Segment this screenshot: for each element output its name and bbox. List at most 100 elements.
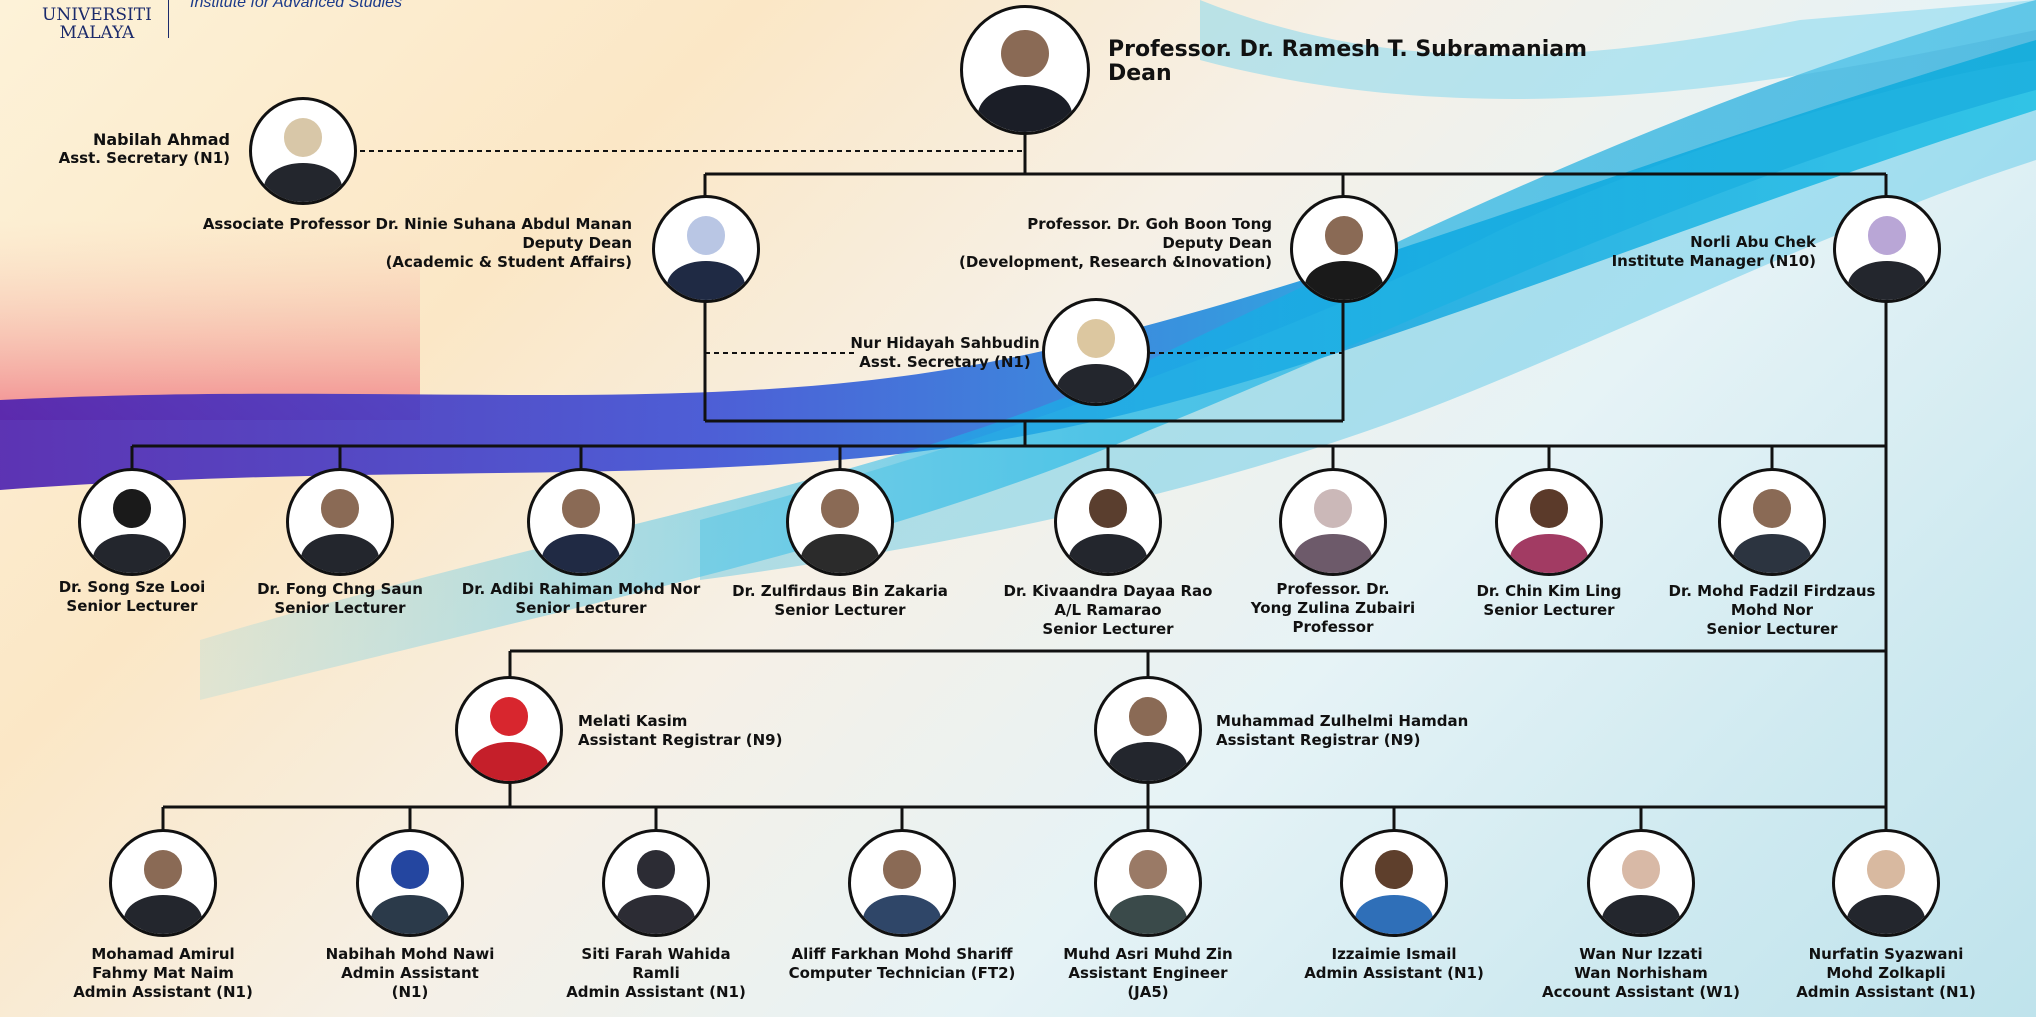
staff-5-line-3: (JA5) xyxy=(1127,983,1169,1001)
registrar-label-1: Melati Kasim Assistant Registrar (N9) xyxy=(578,712,782,750)
academic-photo-6 xyxy=(1279,468,1387,576)
staff-photo-8 xyxy=(1832,829,1940,937)
institute-manager-label: Norli Abu Chek Institute Manager (N10) xyxy=(1612,233,1816,271)
deputy-development-photo xyxy=(1290,195,1398,303)
academic-6-line-1: Professor. Dr. xyxy=(1276,580,1390,598)
institute-name: Institute for Advanced Studies xyxy=(190,0,402,11)
academic-5-line-1: Dr. Kivaandra Dayaa Rao xyxy=(1003,582,1213,600)
staff-1-line-1: Mohamad Amirul xyxy=(91,945,235,963)
staff-2-line-1: Nabihah Mohd Nawi xyxy=(325,945,495,963)
academic-label-4: Dr. Zulfirdaus Bin Zakaria Senior Lectur… xyxy=(732,582,948,620)
logo-line-2: MALAYA xyxy=(59,23,135,43)
staff-label-1: Mohamad Amirul Fahmy Mat Naim Admin Assi… xyxy=(73,945,253,1002)
academic-1-line-1: Dr. Song Sze Looi xyxy=(58,578,206,596)
academic-photo-5 xyxy=(1054,468,1162,576)
staff-photo-6 xyxy=(1340,829,1448,937)
academic-7-line-1: Dr. Chin Kim Ling xyxy=(1476,582,1622,600)
dean-photo xyxy=(960,5,1090,135)
staff-5-line-1: Muhd Asri Muhd Zin xyxy=(1063,945,1233,963)
staff-photo-3 xyxy=(602,829,710,937)
staff-label-7: Wan Nur Izzati Wan Norhisham Account Ass… xyxy=(1542,945,1740,1002)
academic-4-line-1: Dr. Zulfirdaus Bin Zakaria xyxy=(732,582,948,600)
academic-1-line-2: Senior Lecturer xyxy=(66,597,198,615)
asst-secretary-top-photo xyxy=(249,97,357,205)
academic-8-line-1: Dr. Mohd Fadzil Firdzaus xyxy=(1668,582,1876,600)
logo-divider xyxy=(168,0,169,38)
deputy-academic-title: Deputy Dean xyxy=(522,234,632,252)
academic-3-line-2: Senior Lecturer xyxy=(515,599,647,617)
deputy-academic-name: Associate Professor Dr. Ninie Suhana Abd… xyxy=(202,215,632,233)
staff-6-line-2: Admin Assistant (N1) xyxy=(1304,964,1484,982)
asst-secretary-mid-photo xyxy=(1042,298,1150,406)
staff-7-line-1: Wan Nur Izzati xyxy=(1579,945,1703,963)
staff-label-8: Nurfatin Syazwani Mohd Zolkapli Admin As… xyxy=(1796,945,1976,1002)
academic-8-line-2: Mohd Nor xyxy=(1730,601,1814,619)
asst-secretary-mid-label: Nur Hidayah Sahbudin Asst. Secretary (N1… xyxy=(850,334,1039,372)
deputy-development-name: Professor. Dr. Goh Boon Tong xyxy=(1027,215,1272,233)
staff-4-line-2: Computer Technician (FT2) xyxy=(788,964,1016,982)
asst-secretary-top-label: Nabilah Ahmad Asst. Secretary (N1) xyxy=(59,130,230,168)
staff-1-line-2: Fahmy Mat Naim xyxy=(92,964,234,982)
academic-label-8: Dr. Mohd Fadzil Firdzaus Mohd Nor Senior… xyxy=(1669,582,1876,639)
academic-label-1: Dr. Song Sze Looi Senior Lecturer xyxy=(59,578,206,616)
academic-8-line-3: Senior Lecturer xyxy=(1706,620,1838,638)
staff-label-5: Muhd Asri Muhd Zin Assistant Engineer (J… xyxy=(1063,945,1232,1002)
academic-7-line-2: Senior Lecturer xyxy=(1483,601,1615,619)
staff-label-6: Izzaimie Ismail Admin Assistant (N1) xyxy=(1304,945,1484,983)
academic-photo-1 xyxy=(78,468,186,576)
staff-1-line-3: Admin Assistant (N1) xyxy=(73,983,253,1001)
academic-photo-4 xyxy=(786,468,894,576)
staff-photo-5 xyxy=(1094,829,1202,937)
academic-photo-7 xyxy=(1495,468,1603,576)
academic-label-2: Dr. Fong Chng Saun Senior Lecturer xyxy=(257,580,423,618)
staff-photo-1 xyxy=(109,829,217,937)
academic-label-5: Dr. Kivaandra Dayaa Rao A/L Ramarao Seni… xyxy=(1004,582,1213,639)
asst-secretary-top-name: Nabilah Ahmad xyxy=(92,130,230,149)
academic-2-line-2: Senior Lecturer xyxy=(274,599,406,617)
academic-3-line-1: Dr. Adibi Rahiman Mohd Nor xyxy=(461,580,701,598)
academic-label-3: Dr. Adibi Rahiman Mohd Nor Senior Lectur… xyxy=(462,580,701,618)
registrar-photo-2 xyxy=(1094,676,1202,784)
institute-manager-title: Institute Manager (N10) xyxy=(1611,252,1816,270)
deputy-academic-photo xyxy=(652,195,760,303)
dean-name: Professor. Dr. Ramesh T. Subramaniam xyxy=(1108,37,1588,62)
registrar-1-name: Melati Kasim xyxy=(578,712,688,730)
dean-label: Professor. Dr. Ramesh T. Subramaniam Dea… xyxy=(1108,38,1587,86)
logo-line-1: UNIVERSITI xyxy=(42,5,152,25)
deputy-academic-note: (Academic & Student Affairs) xyxy=(385,253,632,271)
academic-6-line-2: Yong Zulina Zubairi xyxy=(1250,599,1416,617)
institute-manager-photo xyxy=(1833,195,1941,303)
staff-8-line-3: Admin Assistant (N1) xyxy=(1796,983,1976,1001)
asst-secretary-mid-name: Nur Hidayah Sahbudin xyxy=(850,334,1040,352)
academic-photo-2 xyxy=(286,468,394,576)
registrar-2-name: Muhammad Zulhelmi Hamdan xyxy=(1216,712,1469,730)
staff-photo-7 xyxy=(1587,829,1695,937)
deputy-development-note: (Development, Research &Inovation) xyxy=(958,253,1272,271)
staff-photo-4 xyxy=(848,829,956,937)
academic-label-7: Dr. Chin Kim Ling Senior Lecturer xyxy=(1476,582,1621,620)
staff-label-4: Aliff Farkhan Mohd Shariff Computer Tech… xyxy=(789,945,1016,983)
registrar-photo-1 xyxy=(455,676,563,784)
staff-label-2: Nabihah Mohd Nawi Admin Assistant (N1) xyxy=(326,945,495,1002)
deputy-academic-label: Associate Professor Dr. Ninie Suhana Abd… xyxy=(203,215,632,272)
staff-4-line-1: Aliff Farkhan Mohd Shariff xyxy=(791,945,1013,963)
staff-8-line-1: Nurfatin Syazwani xyxy=(1808,945,1964,963)
deputy-development-title: Deputy Dean xyxy=(1162,234,1272,252)
registrar-label-2: Muhammad Zulhelmi Hamdan Assistant Regis… xyxy=(1216,712,1468,750)
academic-5-line-2: A/L Ramarao xyxy=(1054,601,1162,619)
academic-photo-8 xyxy=(1718,468,1826,576)
staff-7-line-3: Account Assistant (W1) xyxy=(1541,983,1741,1001)
academic-4-line-2: Senior Lecturer xyxy=(774,601,906,619)
staff-5-line-2: Assistant Engineer xyxy=(1068,964,1228,982)
staff-6-line-1: Izzaimie Ismail xyxy=(1331,945,1457,963)
staff-label-3: Siti Farah Wahida Ramli Admin Assistant … xyxy=(566,945,746,1002)
staff-photo-2 xyxy=(356,829,464,937)
academic-6-line-3: Professor xyxy=(1292,618,1374,636)
institute-manager-name: Norli Abu Chek xyxy=(1690,233,1816,251)
dean-title: Dean xyxy=(1108,61,1172,86)
registrar-1-title: Assistant Registrar (N9) xyxy=(578,731,783,749)
deputy-development-label: Professor. Dr. Goh Boon Tong Deputy Dean… xyxy=(959,215,1272,272)
university-logo: UNIVERSITI MALAYA xyxy=(42,0,152,42)
staff-2-line-3: (N1) xyxy=(391,983,429,1001)
